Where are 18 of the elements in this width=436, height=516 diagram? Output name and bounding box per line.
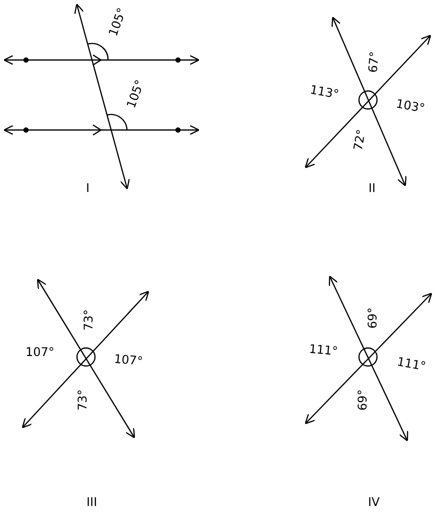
angle-label: 67° bbox=[365, 50, 382, 74]
angle-label: 113° bbox=[308, 82, 340, 102]
angle-label: 111° bbox=[396, 354, 426, 374]
figure-number: II bbox=[368, 181, 376, 195]
angle-label: 73° bbox=[81, 309, 96, 331]
angle-label: 73° bbox=[75, 389, 90, 411]
angle-label: 103° bbox=[394, 96, 426, 116]
angle-label: 107° bbox=[112, 352, 143, 368]
angle-label: 105° bbox=[105, 6, 128, 38]
angle-label: 69° bbox=[365, 307, 380, 329]
angle-label: 69° bbox=[355, 389, 370, 411]
angle-label: 107° bbox=[26, 345, 54, 359]
figure-number: I bbox=[86, 181, 90, 195]
angle-label: 111° bbox=[308, 342, 338, 358]
figure-number: IV bbox=[368, 495, 380, 509]
figure-number: III bbox=[86, 495, 98, 509]
angle-label: 72° bbox=[350, 128, 368, 152]
angle-label: 105° bbox=[123, 78, 146, 110]
